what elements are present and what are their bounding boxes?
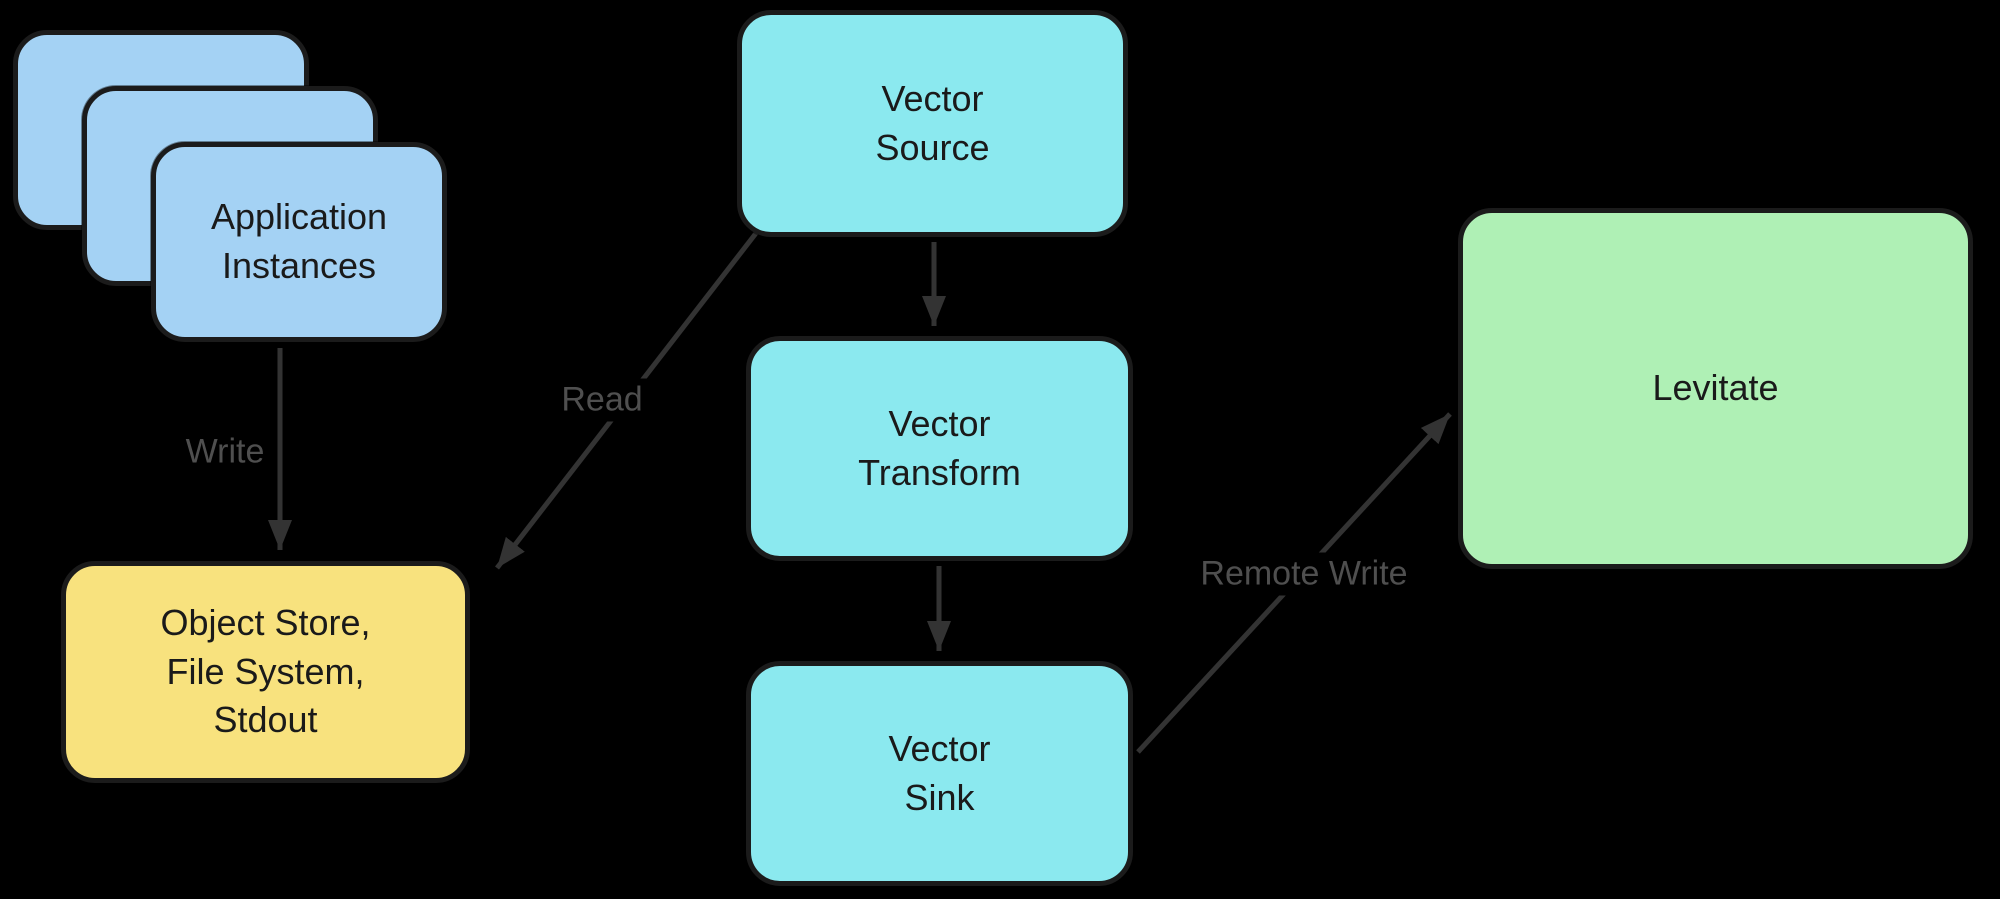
node-levitate: Levitate bbox=[1458, 208, 1973, 569]
edge-label-remote-write: Remote Write bbox=[1190, 552, 1418, 596]
node-vector-sink: Vector Sink bbox=[746, 661, 1133, 886]
node-application-instances-label: Application Instances bbox=[210, 196, 388, 286]
node-levitate-label: Levitate bbox=[1652, 367, 1779, 409]
node-application-instances: Application Instances bbox=[151, 142, 447, 342]
node-object-store-label: Object Store, File System, Stdout bbox=[160, 602, 371, 741]
edge-label-write: Write bbox=[175, 430, 275, 474]
node-vector-sink-label: Vector Sink bbox=[888, 727, 991, 818]
edge-label-read: Read bbox=[551, 378, 653, 422]
node-vector-source-label: Vector Source bbox=[875, 77, 990, 168]
node-vector-source: Vector Source bbox=[737, 10, 1128, 237]
node-vector-transform-label: Vector Transform bbox=[858, 402, 1021, 493]
node-object-store: Object Store, File System, Stdout bbox=[61, 561, 470, 783]
node-vector-transform: Vector Transform bbox=[746, 336, 1133, 561]
